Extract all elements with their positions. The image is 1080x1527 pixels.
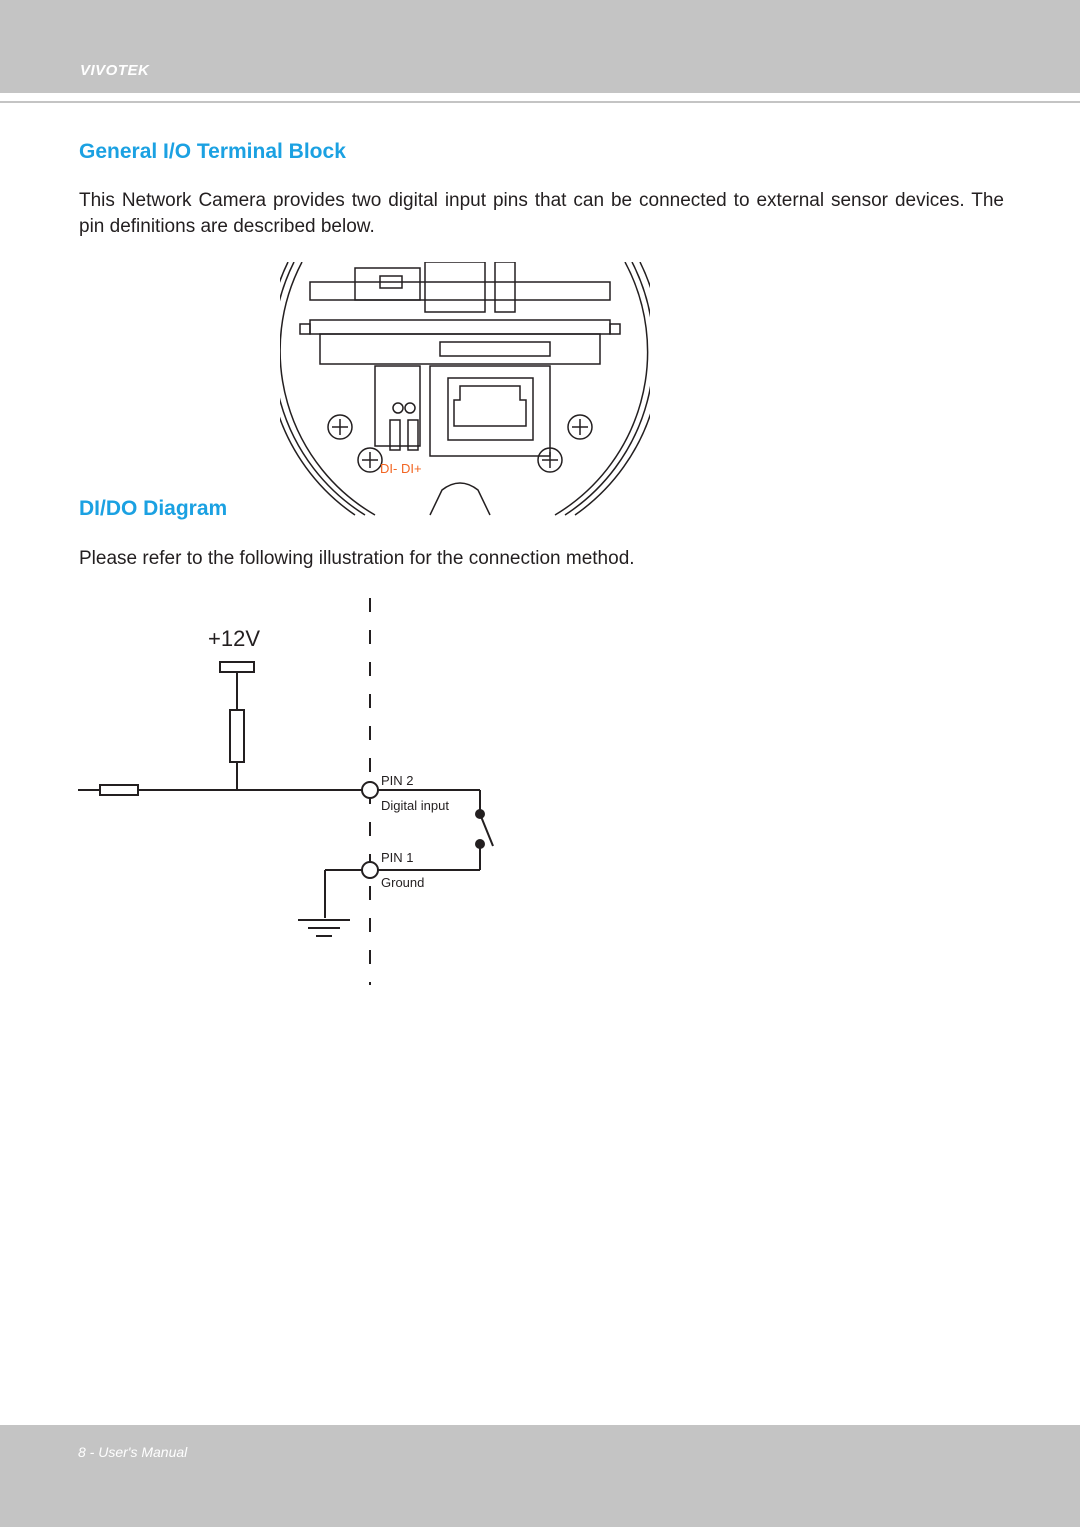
pin2-terminal — [361, 781, 379, 799]
io-description-paragraph: This Network Camera provides two digital… — [79, 190, 1004, 237]
pin2-description: Digital input — [381, 798, 449, 813]
brand-logo: VIVOTEK — [80, 62, 150, 79]
voltage-label: +12V — [208, 626, 260, 651]
footer-bar — [0, 1425, 1080, 1527]
input-resistor — [99, 784, 139, 796]
input-switch — [479, 813, 494, 847]
header-bar: VIVOTEK — [0, 0, 1080, 93]
section-heading-io-terminal: General I/O Terminal Block — [79, 140, 346, 163]
pullup-resistor — [229, 709, 245, 763]
footer-page-label: 8 - User's Manual — [78, 1444, 188, 1460]
pin2-label: PIN 2 — [381, 773, 414, 788]
pin1-terminal — [361, 861, 379, 879]
terminal-di-label: DI- DI+ — [380, 461, 422, 476]
dido-circuit-diagram: +12V PIN 2 Digital input PIN 1 Ground — [78, 598, 494, 985]
section-heading-dido-diagram: DI/DO Diagram — [79, 497, 228, 520]
power-terminal — [219, 661, 255, 673]
dido-description-paragraph: Please refer to the following illustrati… — [79, 548, 635, 569]
header-divider — [0, 101, 1080, 103]
camera-terminal-illustration: DI- DI+ — [280, 262, 650, 516]
pin1-label: PIN 1 — [381, 850, 414, 865]
pin1-description: Ground — [381, 875, 424, 890]
